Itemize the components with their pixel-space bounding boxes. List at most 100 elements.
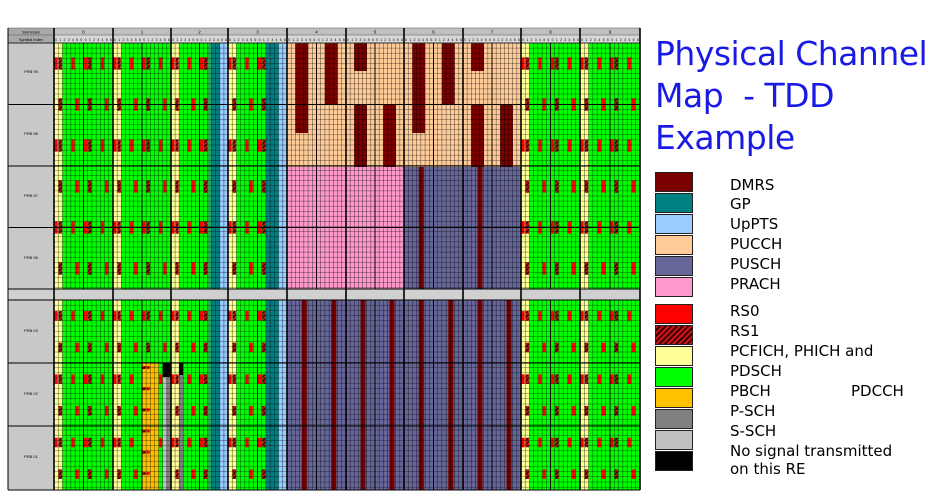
symbol-index-label: 6: [607, 38, 609, 42]
dmrs-region: [324, 43, 338, 105]
symbol-index-label: 6: [225, 38, 227, 42]
symbol-index-label: 3: [447, 38, 449, 42]
dmrs-region: [295, 43, 309, 105]
rs1-element: [555, 374, 559, 384]
no-signal-region: [179, 363, 184, 375]
symbol-index-label: 6: [372, 38, 374, 42]
rs0-element: [200, 139, 204, 152]
rs0-element: [542, 406, 546, 416]
symbol-index-label: 5: [221, 38, 223, 42]
symbol-index-label: 0: [55, 38, 57, 42]
rs0-element: [187, 374, 191, 384]
rs0-element: [54, 437, 58, 448]
symbol-index-label: 6: [110, 38, 112, 42]
dmrs-region: [389, 300, 395, 490]
legend-label-uppts: UpPTS: [730, 215, 779, 233]
symbol-index-label: 5: [250, 38, 252, 42]
rs1-element: [614, 374, 619, 384]
legend-swatch-pdsch: [655, 367, 693, 387]
rs1-element: [175, 311, 179, 321]
rs1-element: [175, 406, 179, 416]
rs0-element: [71, 374, 75, 384]
symbol-index-label: 3: [127, 38, 129, 42]
rs0-element: [249, 342, 253, 353]
rs0-element: [551, 374, 555, 384]
symbol-index-label: 1: [439, 38, 441, 42]
symbol-index-label: 5: [135, 38, 137, 42]
rs0-element: [130, 374, 134, 384]
rs1-element: [614, 437, 619, 448]
symbol-index-label: 1: [409, 38, 411, 42]
symbol-index-label: 2: [297, 38, 299, 42]
symbol-index-label: 5: [456, 38, 458, 42]
rs1-element: [88, 374, 92, 384]
rs1-element: [555, 406, 559, 416]
rs1-element: [204, 139, 208, 152]
rs1-element: [175, 180, 179, 193]
legend-swatch-pcfich-phich-pdcch: [655, 346, 693, 366]
dmrs-region: [295, 105, 309, 133]
symbol-index-label: 6: [343, 38, 345, 42]
prb-label: PRB 96: [24, 255, 39, 260]
rs0-element: [191, 262, 195, 275]
rs0-element: [538, 374, 542, 384]
rs0-element: [105, 469, 109, 479]
rs0-element: [191, 469, 195, 479]
rs0-element: [580, 374, 584, 384]
rs1-element: [584, 139, 589, 152]
rs1-element: [525, 139, 529, 152]
symbol-index-label: 4: [334, 38, 336, 42]
rs1-element: [88, 262, 92, 275]
dmrs-region: [354, 105, 367, 167]
symbol-index-label: 0: [318, 38, 320, 42]
symbol-index-label: 0: [435, 38, 437, 42]
rs0-element: [601, 262, 606, 275]
legend-label-pusch: PUSCH: [730, 255, 782, 273]
rs0-element: [610, 311, 614, 321]
rs1-element: [117, 139, 121, 152]
symbol-index-label: 0: [114, 38, 116, 42]
legend-swatch-psch: [655, 409, 693, 429]
subframe-label: 3: [256, 30, 259, 35]
rs1-element: [146, 139, 150, 152]
legend-swatch-uppts: [655, 214, 693, 234]
rs1-element: [584, 374, 589, 384]
header-symbol-label: Symbol Index: [19, 37, 43, 42]
symbol-index-label: 4: [246, 38, 248, 42]
symbol-index-label: 5: [573, 38, 575, 42]
symbol-index-label: 4: [364, 38, 366, 42]
symbol-index-label: 1: [351, 38, 353, 42]
symbol-index-label: 1: [147, 38, 149, 42]
symbol-index-label: 0: [522, 38, 524, 42]
subframe-label: 4: [315, 30, 318, 35]
symbol-index-label: 5: [106, 38, 108, 42]
rs1-element: [525, 406, 529, 416]
rs0-element: [249, 180, 253, 193]
rs0-element: [567, 437, 572, 448]
rs0-element: [245, 139, 249, 152]
symbol-index-label: 5: [309, 38, 311, 42]
symbol-index-label: 0: [85, 38, 87, 42]
symbol-index-label: 0: [493, 38, 495, 42]
rs1-element: [525, 180, 529, 193]
symbol-index-label: 0: [611, 38, 613, 42]
symbol-index-label: 0: [581, 38, 583, 42]
rs0-element: [580, 139, 584, 152]
symbol-index-label: 3: [535, 38, 537, 42]
symbol-index-label: 3: [213, 38, 215, 42]
rs0-element: [601, 342, 606, 353]
symbol-index-label: 0: [376, 38, 378, 42]
rs1-element: [525, 262, 529, 275]
rs0-element: [100, 139, 105, 152]
legend-label-prach: PRACH: [730, 275, 781, 293]
rs0-element: [146, 471, 150, 475]
subframe-label: 9: [609, 30, 612, 35]
rs0-element: [551, 437, 555, 448]
legend-label-rs0: RS0: [730, 302, 760, 320]
rs0-element: [572, 262, 576, 275]
rs0-element: [75, 180, 79, 193]
rs0-element: [610, 374, 614, 384]
rs1-element: [88, 406, 92, 416]
dmrs-region: [506, 300, 512, 490]
rs0-element: [130, 311, 134, 321]
